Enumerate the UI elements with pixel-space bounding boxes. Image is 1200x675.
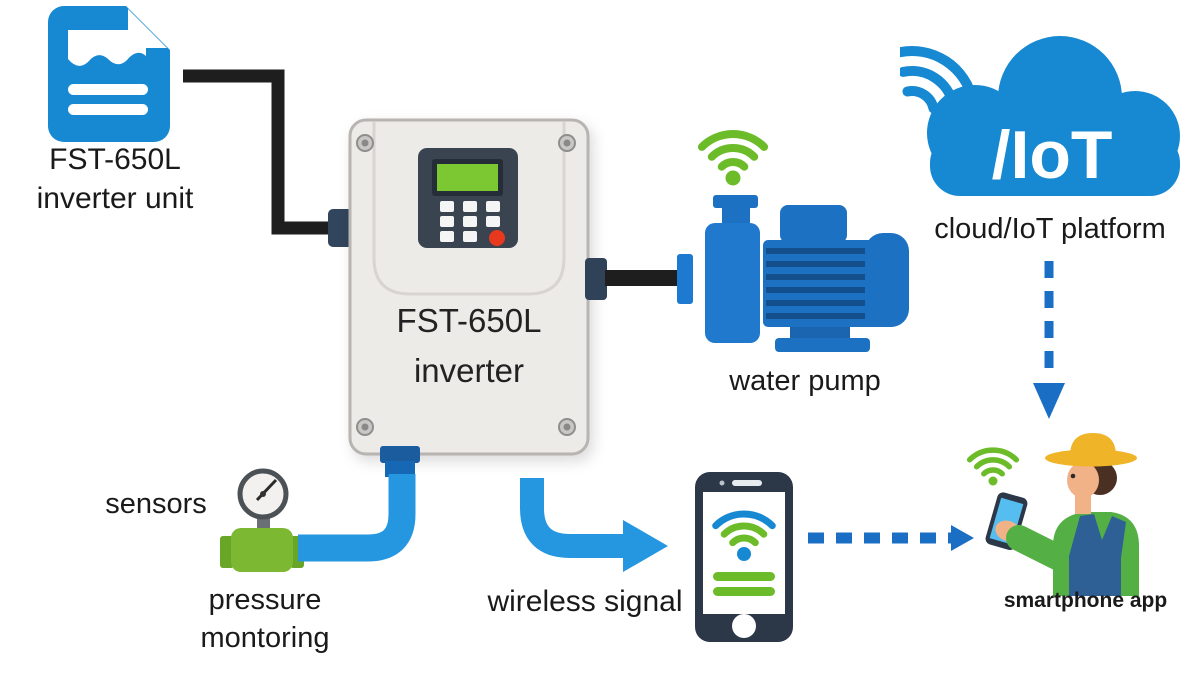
- inverter-title-line2: inverter: [414, 352, 524, 389]
- wifi-icon: [697, 130, 769, 186]
- phone-camera-dot: [719, 480, 725, 486]
- pipe-valve-to-inverter: [298, 446, 420, 562]
- cloud-platform-label: cloud/IoT platform: [934, 213, 1166, 245]
- motor-fins: [766, 248, 865, 319]
- inverter-title-line1: FST-650L: [397, 302, 542, 339]
- lcd-screen: [437, 164, 498, 191]
- phone-home-button: [732, 614, 756, 638]
- panel-outline: [372, 122, 566, 296]
- document-icon: [48, 6, 170, 142]
- farmer-face: [1067, 462, 1099, 498]
- dashed-arrow-cloud-to-user: [1033, 261, 1065, 419]
- farmer-arm: [1006, 525, 1080, 575]
- farmer-eye: [1070, 473, 1076, 479]
- shaft-connector-right: [677, 254, 693, 304]
- phone-wifi-icon: [712, 510, 776, 561]
- pressure-monitoring-label: pressure montoring: [200, 584, 330, 654]
- keypad: [440, 201, 500, 242]
- pressure-gauge-icon: [220, 468, 304, 572]
- corner-screws: [356, 134, 576, 436]
- inverter-box: FST-650L inverter: [348, 118, 590, 456]
- gauge-needle: [255, 478, 278, 502]
- farmer-wifi-icon: [966, 447, 1020, 477]
- shaft-inverter-to-pump: [585, 254, 693, 304]
- pump-head: [705, 223, 760, 343]
- signal-bar: [713, 587, 775, 596]
- hat-crown: [1070, 433, 1116, 456]
- farmer-illustration: [966, 433, 1139, 596]
- motor-end-cap: [865, 233, 909, 327]
- smartphone-app-label: smartphone app: [1003, 589, 1168, 612]
- signal-bar: [713, 572, 775, 581]
- dashed-arrow-phone-to-user: [808, 525, 974, 551]
- water-pump-icon: [705, 195, 909, 352]
- wireless-signal-arrow: [520, 478, 668, 572]
- shaft-connector-left: [585, 258, 607, 300]
- pipe-connector: [380, 446, 420, 463]
- smartphone-icon: [695, 472, 793, 642]
- red-power-button: [489, 230, 505, 246]
- phone-speaker: [732, 480, 762, 486]
- cloud-icon: /IoT: [900, 36, 1180, 196]
- farmer-overalls: [1069, 514, 1126, 596]
- wireless-signal-label: wireless signal: [487, 585, 683, 618]
- sensors-label: sensors: [105, 488, 207, 520]
- water-pump-label: water pump: [729, 365, 881, 397]
- document-label: FST-650L inverter unit: [36, 143, 194, 215]
- cloud-iot-badge: /IoT: [992, 117, 1113, 193]
